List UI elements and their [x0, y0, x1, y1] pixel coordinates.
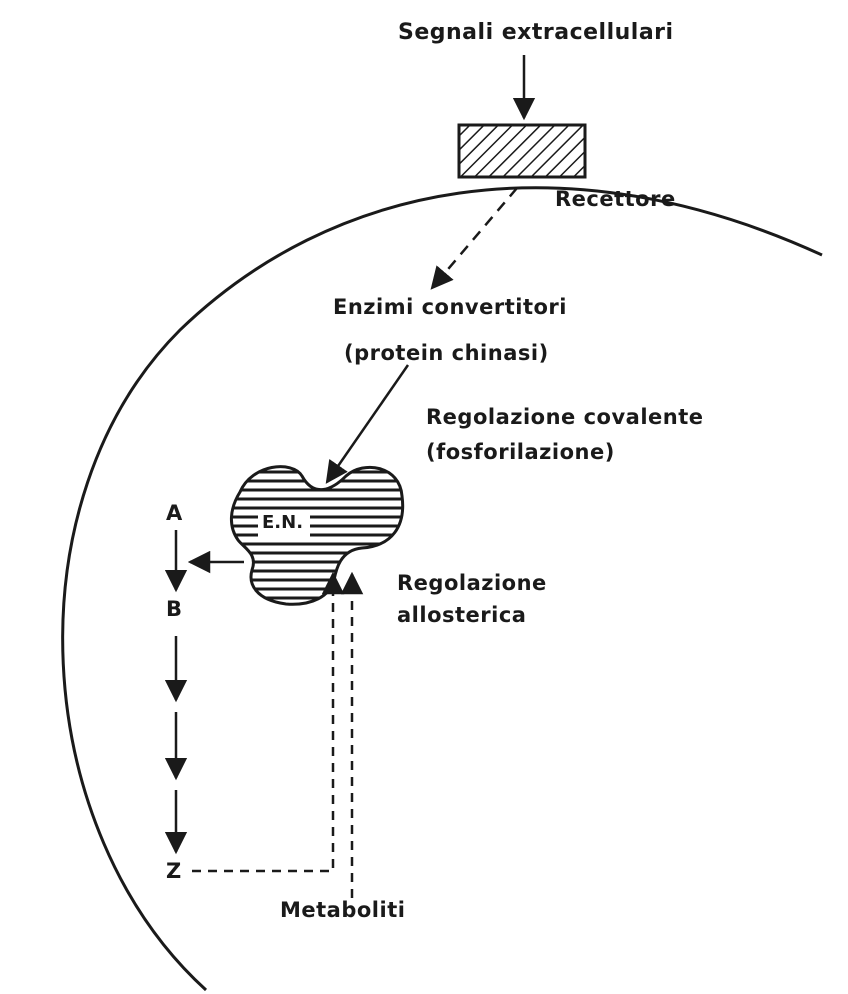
pathway-label-z: Z: [166, 861, 182, 882]
allosteric-regulation-label-line1: Regolazione: [397, 573, 547, 594]
receptor-box: [459, 125, 585, 177]
phosphorylation-label: (fosforilazione): [426, 442, 615, 463]
protein-kinases-label: (protein chinasi): [344, 343, 549, 364]
covalent-regulation-arrow: [327, 365, 408, 482]
metabolites-label: Metaboliti: [280, 900, 405, 921]
enzyme-label: E.N.: [262, 514, 303, 532]
pathway-label-a: A: [166, 503, 183, 524]
converting-enzymes-label: Enzimi convertitori: [333, 297, 567, 318]
allosteric-regulation-label-line2: allosterica: [397, 605, 526, 626]
pathway-label-b: B: [166, 599, 183, 620]
signals-label: Segnali extracellulari: [398, 22, 674, 44]
enzyme-blob: [231, 467, 402, 605]
covalent-regulation-label: Regolazione covalente: [426, 407, 704, 428]
feedback-from-z-arrow: [192, 574, 333, 871]
receptor-label: Recettore: [555, 189, 676, 210]
receptor-to-enzymes-arrow: [432, 188, 517, 288]
